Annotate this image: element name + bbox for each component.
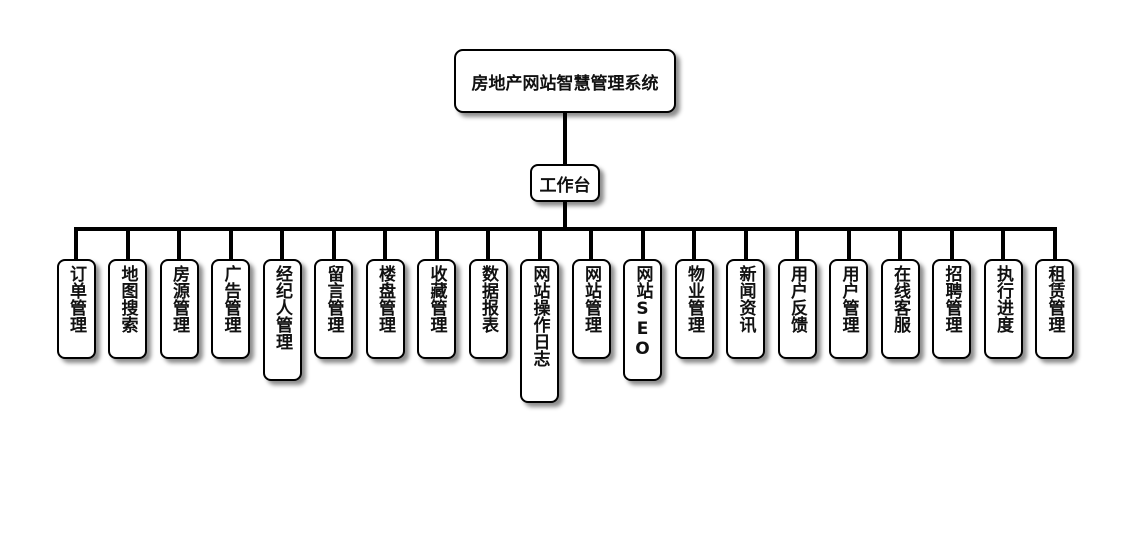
module-connector: [177, 227, 181, 261]
module-connector: [125, 227, 130, 261]
module-label: 订单管理: [66, 265, 86, 333]
module-label: 在线客服: [890, 265, 910, 333]
module-connector: [1052, 227, 1057, 261]
module-node: 经纪人管理: [262, 259, 302, 381]
module-connector: [1001, 227, 1005, 261]
module-node: 新闻资讯: [726, 259, 765, 359]
module-node: 数据报表: [468, 259, 508, 359]
workbench-label: 工作台: [539, 175, 591, 196]
root-node: 房地产网站智慧管理系统: [454, 49, 676, 113]
module-connector: [743, 227, 748, 261]
workbench-node: 工作台: [530, 164, 600, 202]
module-label: 收藏管理: [426, 265, 447, 333]
module-connector: [331, 227, 336, 261]
module-node: 招聘管理: [932, 259, 971, 359]
root-connector: [563, 113, 567, 164]
branch-bar: [74, 227, 1057, 231]
module-label: 执行进度: [993, 265, 1013, 333]
module-connector: [795, 227, 799, 261]
module-connector: [949, 227, 954, 261]
module-label: 新闻资讯: [735, 265, 756, 333]
module-node: 收藏管理: [417, 259, 456, 359]
module-node: 在线客服: [880, 259, 920, 359]
module-connector: [640, 227, 645, 261]
module-label: 网站管理: [581, 265, 601, 333]
module-label: 用户管理: [838, 265, 859, 333]
module-label: 物业管理: [684, 265, 704, 333]
module-node: 楼盘管理: [365, 259, 405, 359]
workbench-connector: [563, 202, 567, 229]
module-node: 网站管理: [571, 259, 611, 359]
module-label: 留言管理: [323, 265, 344, 333]
module-connector: [228, 227, 233, 261]
module-node: 租赁管理: [1035, 259, 1074, 359]
module-label: 网站SEO: [632, 265, 653, 359]
module-label: 招聘管理: [941, 265, 962, 333]
module-label: 数据报表: [478, 265, 498, 333]
module-node: 广告管理: [211, 259, 250, 359]
module-label: 租赁管理: [1044, 265, 1065, 333]
module-node: 网站操作日志: [520, 259, 559, 403]
module-label: 楼盘管理: [375, 265, 395, 333]
module-label: 用户反馈: [787, 265, 807, 333]
module-node: 留言管理: [314, 259, 353, 359]
module-node: 执行进度: [983, 259, 1023, 359]
module-node: 物业管理: [674, 259, 714, 359]
module-node: 地图搜索: [108, 259, 147, 359]
module-connector: [589, 227, 593, 261]
module-node: 订单管理: [56, 259, 96, 359]
module-label: 经纪人管理: [272, 265, 292, 350]
module-connector: [434, 227, 439, 261]
module-label: 房源管理: [169, 265, 189, 333]
module-label: 地图搜索: [117, 265, 138, 333]
module-label: 网站操作日志: [529, 265, 550, 367]
module-label: 广告管理: [220, 265, 241, 333]
module-node: 用户反馈: [777, 259, 817, 359]
root-label: 房地产网站智慧管理系统: [471, 73, 659, 94]
module-connector: [537, 227, 542, 261]
module-connector: [486, 227, 490, 261]
module-node: 房源管理: [159, 259, 199, 359]
module-connector: [898, 227, 902, 261]
module-connector: [692, 227, 696, 261]
module-connector: [383, 227, 387, 261]
module-node: 用户管理: [829, 259, 868, 359]
module-connector: [280, 227, 284, 261]
module-connector: [846, 227, 851, 261]
module-node: 网站SEO: [623, 259, 662, 381]
module-connector: [74, 227, 78, 261]
